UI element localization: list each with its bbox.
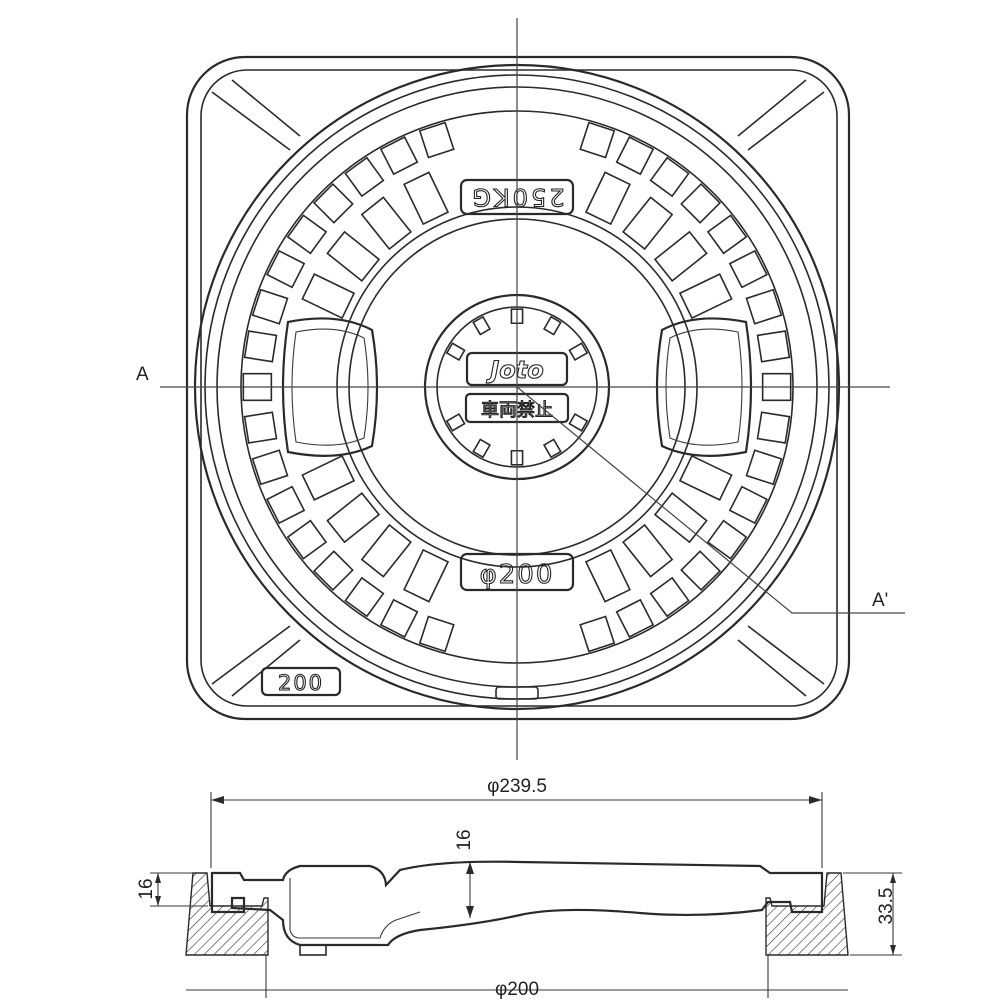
outer-slot <box>266 249 306 289</box>
outer-slot <box>756 330 791 363</box>
frame-top-arrow-bottom <box>155 896 161 906</box>
outer-slot <box>286 214 328 255</box>
left-recessed-pocket-inner <box>291 328 369 446</box>
section-view: φ239.5 16 16 33.5 φ200 <box>136 776 902 1000</box>
medallion-tick <box>510 449 524 466</box>
right-recessed-pocket-inner <box>665 328 743 446</box>
inner-slot <box>403 171 450 226</box>
inner-slot <box>622 196 674 251</box>
inner-slot <box>403 548 450 603</box>
brand-text: Joto <box>486 356 543 384</box>
medallion-tick <box>472 315 492 336</box>
frame-mark-plate <box>260 666 342 697</box>
medallion-tick <box>542 438 562 459</box>
outer-slot <box>728 249 768 289</box>
outer-slot <box>745 449 783 486</box>
inner-slot <box>653 230 708 282</box>
inner-slot <box>678 454 733 501</box>
frame-section-right <box>765 872 849 956</box>
medallion-tick <box>445 412 466 432</box>
inner-slot <box>678 273 733 320</box>
outer-slot <box>579 121 616 159</box>
inner-diameter-label: φ200 <box>495 979 539 1000</box>
outer-slot <box>615 136 655 176</box>
outer-slot <box>242 372 273 402</box>
inner-slot <box>360 523 412 578</box>
inner-slot <box>301 454 356 501</box>
inner-slot <box>360 196 412 251</box>
outer-slot <box>579 615 616 653</box>
inner-slot <box>301 273 356 320</box>
frame-mark-text: 200 <box>278 671 324 695</box>
frame-outer-edge <box>185 55 851 721</box>
cover-thickness-arrow-top <box>466 862 474 874</box>
outer-slot <box>312 182 354 224</box>
outer-slot <box>680 550 722 592</box>
outer-slot <box>706 519 748 560</box>
inner-slot <box>584 548 631 603</box>
outer-slot <box>756 411 791 444</box>
cover-thickness-arrow-bottom <box>466 906 474 918</box>
outer-slot <box>649 576 690 618</box>
outer-slot <box>251 449 289 486</box>
outer-slot <box>745 288 783 325</box>
diameter-mark-text: φ200 <box>480 560 555 590</box>
outer-slot <box>379 598 419 638</box>
frame-top-arrow-top <box>155 873 161 883</box>
medallion-tick <box>472 438 492 459</box>
outer-slot <box>243 330 278 363</box>
outer-slot <box>243 411 278 444</box>
outer-slot <box>344 156 385 198</box>
outer-slot <box>312 550 354 592</box>
outer-slot <box>379 136 419 176</box>
medallion-tick <box>542 315 562 336</box>
plan-view: 250KG Joto 車両禁止 φ200 200 A A' <box>136 18 905 760</box>
inner-slot-ring <box>301 171 733 603</box>
outer-slot <box>761 372 792 402</box>
right-recessed-pocket <box>655 317 753 457</box>
outer-slot <box>286 519 328 560</box>
inner-slot <box>326 230 381 282</box>
cover-section-boss <box>299 944 327 956</box>
medallion-tick <box>445 342 466 362</box>
section-label-a-prime: A' <box>872 590 888 611</box>
section-label-a: A <box>136 364 149 385</box>
total-height-arrow-top <box>890 873 896 883</box>
cover-thickness-label: 16 <box>454 829 475 850</box>
medallion-ticks <box>445 308 589 466</box>
outer-slot <box>615 598 655 638</box>
outer-slot <box>418 615 455 653</box>
total-height-label: 33.5 <box>876 888 897 925</box>
outer-slot-ring <box>242 121 792 653</box>
inner-slot <box>326 492 381 544</box>
outer-slot <box>680 182 722 224</box>
medallion-tick <box>568 412 589 432</box>
outer-slot <box>649 156 690 198</box>
frame-corner-ribs <box>211 79 825 697</box>
inner-slot <box>584 171 631 226</box>
outer-slot <box>418 121 455 159</box>
outer-slot <box>728 485 768 525</box>
outer-diameter-label: φ239.5 <box>487 776 547 797</box>
frame-inner-edge <box>200 69 838 707</box>
inner-slot <box>622 523 674 578</box>
outer-slot <box>344 576 385 618</box>
total-height-arrow-bottom <box>890 945 896 955</box>
cover-section-inner-contour <box>289 878 421 939</box>
medallion-tick <box>568 342 589 362</box>
medallion-tick <box>510 308 524 325</box>
outer-slot <box>266 485 306 525</box>
left-recessed-pocket <box>281 317 379 457</box>
outer-diameter-arrow-right <box>809 796 822 804</box>
cover-section-profile <box>210 860 824 947</box>
outer-slot <box>706 214 748 255</box>
section-line <box>516 386 905 614</box>
inner-slot <box>653 492 708 544</box>
outer-diameter-arrow-left <box>211 796 224 804</box>
frame-section-left <box>185 872 269 956</box>
outer-slot <box>251 288 289 325</box>
frame-top-label: 16 <box>136 878 157 899</box>
